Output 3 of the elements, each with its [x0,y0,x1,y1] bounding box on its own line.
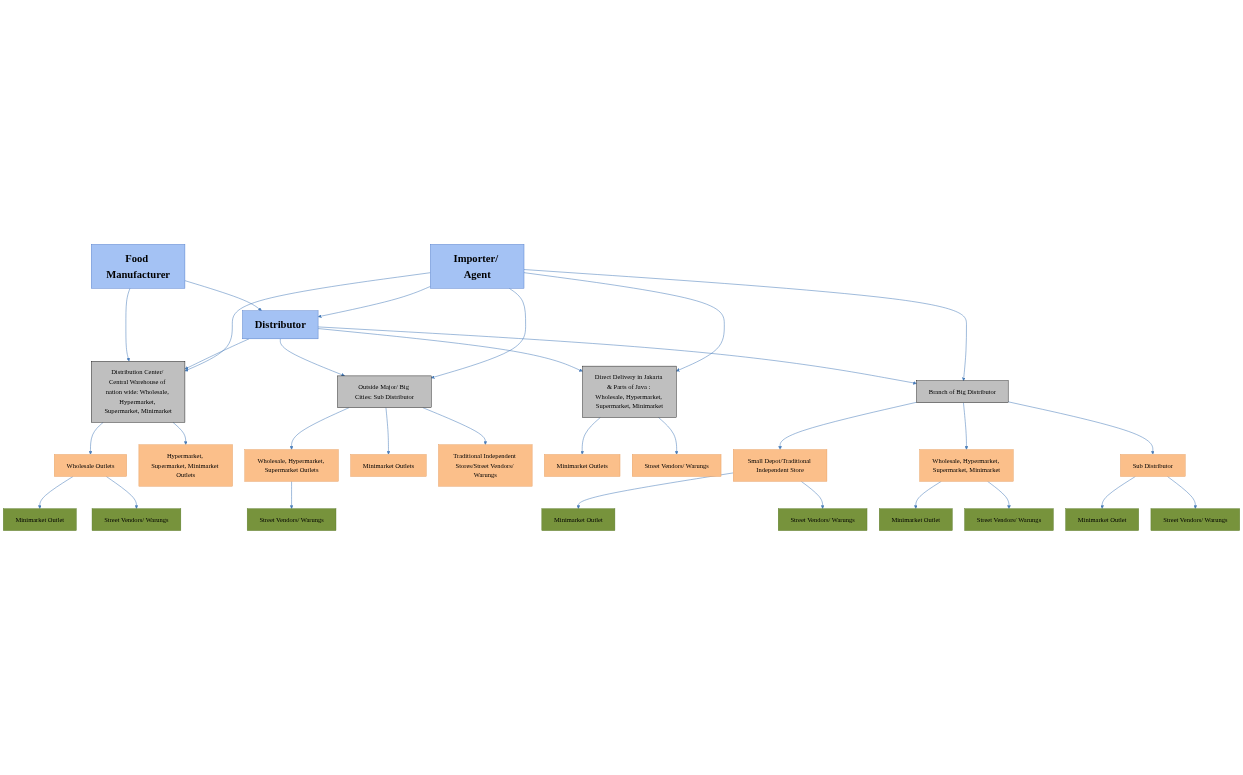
node-box: Importer/ Agent [430,244,525,289]
node-box: Food Manufacturer [91,244,186,289]
node-box: Distributor [242,310,319,340]
